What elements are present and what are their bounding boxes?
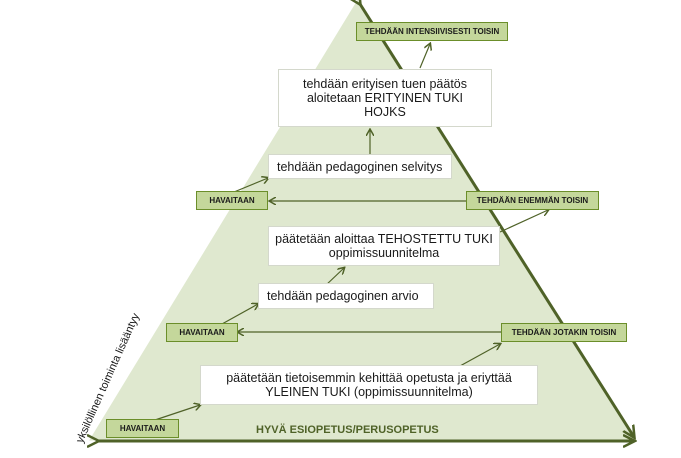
yleinen-line-1: päätetään tietoisemmin kehittää opetusta… bbox=[226, 371, 512, 385]
erityinen-line-2: aloitetaan ERITYINEN TUKI bbox=[306, 91, 464, 105]
tag-havaitaan-bottom: HAVAITAAN bbox=[106, 419, 179, 438]
box-pedagoginen-arvio: tehdään pedagoginen arvio bbox=[258, 283, 434, 309]
selvitys-text: tehdään pedagoginen selvitys bbox=[277, 159, 443, 174]
tag-havaitaan-mid: HAVAITAAN bbox=[166, 323, 238, 342]
erityinen-line-1: tehdään erityisen tuen päätös bbox=[302, 77, 467, 91]
arvio-text: tehdään pedagoginen arvio bbox=[267, 289, 419, 303]
yleinen-line-2: YLEINEN TUKI (oppimissuunnitelma) bbox=[265, 385, 473, 399]
tag-havaitaan-top: HAVAITAAN bbox=[196, 191, 268, 210]
tehostettu-line-2: oppimissuunnitelma bbox=[328, 246, 440, 260]
tag-intensiivisesti: TEHDÄÄN INTENSIIVISESTI TOISIN bbox=[356, 22, 508, 41]
arrow-havaitaan-top-to-selvitys bbox=[233, 178, 268, 193]
erityinen-line-3: HOJKS bbox=[364, 105, 406, 119]
box-yleinen-tuki: päätetään tietoisemmin kehittää opetusta… bbox=[200, 365, 538, 405]
arrow-havaitaan-mid-to-arvio bbox=[221, 304, 258, 325]
arrow-erityinen-to-intensiivisesti bbox=[419, 44, 430, 69]
tehostettu-line-1: päätetään aloittaa TEHOSTETTU TUKI bbox=[275, 232, 493, 246]
arrow-yleinen-to-jotakin bbox=[459, 344, 500, 367]
tag-enemman: TEHDÄÄN ENEMMÄN TOISIN bbox=[466, 191, 599, 210]
base-label: HYVÄ ESIOPETUS/PERUSOPETUS bbox=[256, 424, 439, 436]
tag-jotakin: TEHDÄÄN JOTAKIN TOISIN bbox=[501, 323, 627, 342]
arrow-havaitaan-bottom-to-yleinen bbox=[151, 405, 200, 422]
arrow-tehostettu-to-enemman bbox=[499, 210, 548, 233]
box-pedagoginen-selvitys: tehdään pedagoginen selvitys bbox=[268, 154, 452, 179]
box-tehostettu-tuki: päätetään aloittaa TEHOSTETTU TUKI oppim… bbox=[268, 226, 500, 266]
box-erityinen-tuki: tehdään erityisen tuen päätös aloitetaan… bbox=[278, 69, 492, 127]
